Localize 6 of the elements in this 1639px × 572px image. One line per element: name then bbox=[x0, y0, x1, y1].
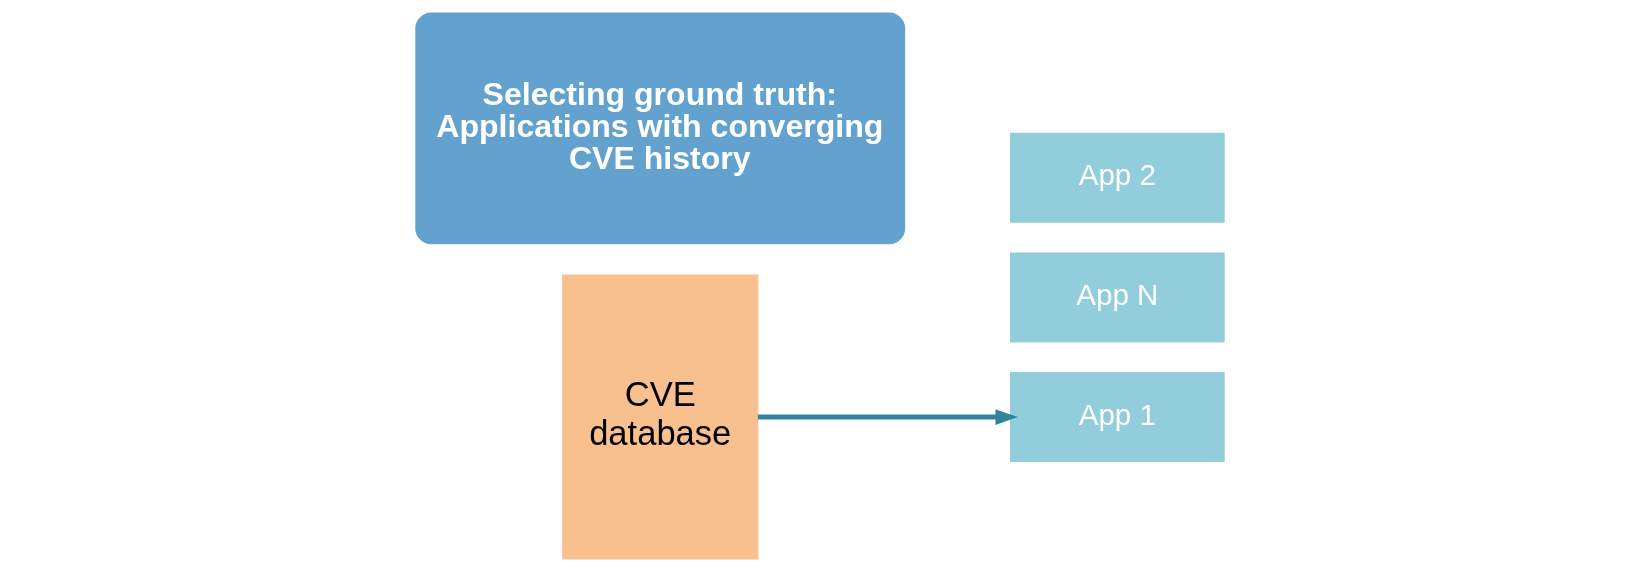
arrow bbox=[757, 409, 1018, 425]
node-box: App N bbox=[1009, 252, 1225, 343]
node-box: Selecting ground truth: Applications with converging CVE history bbox=[414, 12, 905, 245]
node-box: App 2 bbox=[1009, 132, 1225, 223]
node-box: App 1 bbox=[1009, 372, 1225, 463]
node-box: CVE database bbox=[561, 274, 758, 560]
